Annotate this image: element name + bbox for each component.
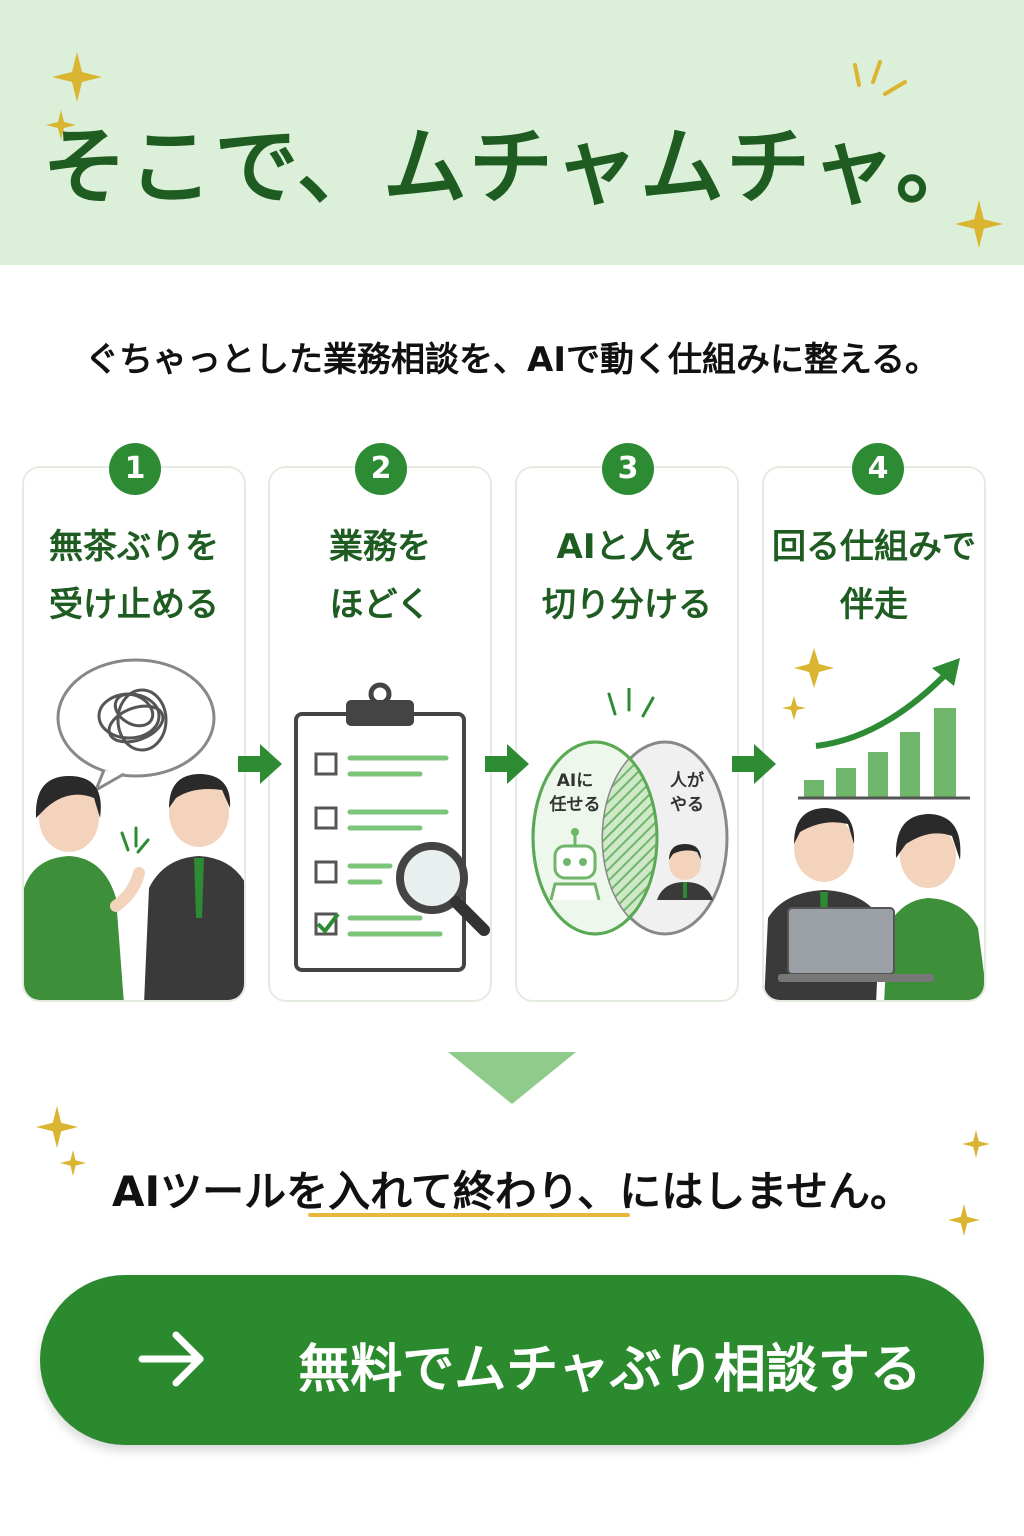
- hero-banner: そこで、ムチャムチャ。: [0, 0, 1024, 265]
- highlight-underline: [308, 1213, 630, 1217]
- step-title: AIと人を 切り分ける: [542, 527, 712, 625]
- businessman-icon: [657, 844, 713, 900]
- sparkle-icon: [52, 52, 102, 102]
- bar-chart-icon: [804, 708, 956, 798]
- arrow-right-icon: [485, 744, 529, 784]
- growth-team-illustration: [764, 648, 984, 1000]
- venn-left-label: 任せる: [549, 794, 601, 815]
- step-number: 1: [109, 443, 161, 495]
- sparkle-icon: [955, 200, 1003, 248]
- arrow-right-icon: [138, 1331, 204, 1387]
- sparkle-icon: [782, 696, 806, 720]
- venn-right-label: 人が: [670, 770, 704, 791]
- burst-lines-icon: [853, 60, 907, 96]
- step-card-4: 回る仕組みで 伴走: [762, 466, 986, 1002]
- arrow-right-icon: [238, 744, 282, 784]
- step-title: 無茶ぶりを 受け止める: [49, 527, 219, 625]
- step-title: 回る仕組みで 伴走: [772, 527, 976, 625]
- step-title: 業務を ほどく: [329, 527, 431, 625]
- step-card-1: 無茶ぶりを 受け止める: [22, 466, 246, 1002]
- hero-title: そこで、ムチャムチャ。: [42, 118, 982, 216]
- clipboard-checklist-icon: [294, 682, 490, 972]
- step-number: 2: [355, 443, 407, 495]
- bottom-message: AIツールを入れて終わり、にはしません。: [112, 1167, 912, 1216]
- step-card-3: AIと人を 切り分ける AIに 任せる 人が やる: [515, 466, 739, 1002]
- sparkle-icon: [948, 1204, 980, 1236]
- magnifier-icon: [396, 842, 490, 936]
- sparkle-icon: [962, 1130, 990, 1158]
- sparkle-icon: [36, 1106, 78, 1148]
- robot-icon: [549, 828, 601, 901]
- step-number: 3: [602, 443, 654, 495]
- laptop-icon: [778, 907, 934, 982]
- sparkle-icon: [60, 1150, 86, 1176]
- sparkle-icon: [46, 110, 76, 140]
- step-number: 4: [852, 443, 904, 495]
- step-card-2: 業務を ほどく: [268, 466, 492, 1002]
- cta-label: 無料でムチャぶり相談する: [298, 1340, 922, 1400]
- venn-left-label: AIに: [557, 771, 593, 791]
- sparkle-icon: [794, 648, 834, 688]
- venn-right-label: やる: [670, 795, 704, 815]
- down-triangle-icon: [448, 1052, 576, 1104]
- subtitle: ぐちゃっとした業務相談を、AIで動く仕組みに整える。: [85, 340, 939, 380]
- free-consultation-button[interactable]: 無料でムチャぶり相談する: [40, 1275, 984, 1445]
- highlight-text: を入れて終わり: [286, 1167, 578, 1216]
- tangled-speech-bubble-icon: [56, 658, 216, 794]
- arrow-right-icon: [732, 744, 776, 784]
- growth-arrow-icon: [815, 667, 953, 749]
- meeting-illustration: [24, 658, 244, 1000]
- ai-human-venn-diagram: AIに 任せる 人が やる: [531, 688, 729, 936]
